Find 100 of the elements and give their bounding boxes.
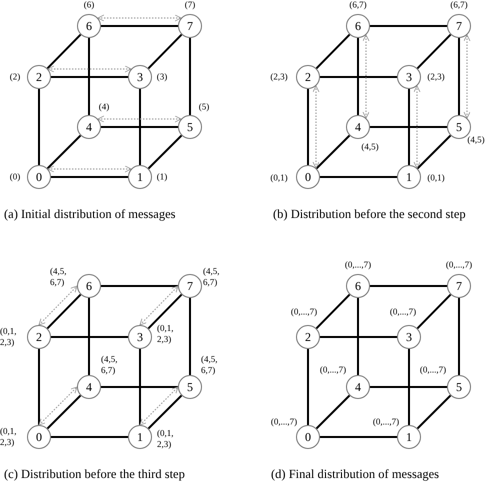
message-set-label: (6,7) bbox=[349, 0, 367, 10]
message-set-label: (0,...,7) bbox=[344, 260, 372, 270]
link-line bbox=[320, 76, 397, 78]
exchange-arrow bbox=[97, 116, 182, 122]
link-line bbox=[51, 436, 128, 438]
caption-text: (b) Distribution before the second step bbox=[273, 207, 466, 222]
message-set-label: (0,...,7) bbox=[446, 260, 472, 270]
link-line bbox=[148, 394, 182, 430]
node-circle: 0 bbox=[27, 425, 51, 449]
node-circle: 3 bbox=[397, 325, 421, 349]
node-circle: 3 bbox=[128, 65, 152, 89]
link-line bbox=[148, 34, 182, 70]
message-set-label: (0,1) bbox=[427, 172, 445, 184]
message-set-label: (2,3) bbox=[270, 72, 288, 82]
link-line bbox=[370, 25, 447, 27]
caption-text: (a) Initial distribution of messages bbox=[4, 207, 176, 222]
link-line bbox=[307, 349, 309, 425]
exchange-arrow bbox=[47, 166, 132, 172]
node-circle: 5 bbox=[178, 115, 202, 139]
message-set-label: (0,...,7) bbox=[290, 306, 318, 318]
link-line bbox=[88, 298, 90, 375]
link-line bbox=[148, 294, 182, 330]
caption-text: (d) Final distribution of messages bbox=[271, 467, 440, 482]
exchange-arrow bbox=[38, 386, 78, 426]
node-circle: 1 bbox=[397, 425, 421, 449]
link-line bbox=[370, 386, 447, 388]
caption-text: (c) Distribution before the third step bbox=[4, 467, 185, 482]
node-circle: 3 bbox=[128, 325, 152, 349]
message-set-label: (0,...,7) bbox=[320, 364, 346, 376]
link-line bbox=[370, 285, 447, 287]
link-line bbox=[46, 134, 82, 170]
exchange-arrow bbox=[414, 85, 420, 169]
message-set-label: (4,5, 6,7) bbox=[101, 354, 118, 376]
message-set-label: (4,5, 6,7) bbox=[203, 266, 220, 288]
message-set-label: (0,...,7) bbox=[372, 416, 400, 428]
node-circle: 6 bbox=[77, 14, 101, 38]
node-circle: 4 bbox=[346, 375, 370, 399]
message-set-label: (4,5) bbox=[361, 142, 379, 152]
link-line bbox=[46, 34, 82, 70]
link-line bbox=[316, 134, 350, 170]
link-line bbox=[101, 126, 178, 128]
node-circle: 2 bbox=[296, 65, 320, 89]
exchange-arrow bbox=[140, 386, 178, 426]
message-set-label: (6,7) bbox=[450, 0, 468, 10]
message-set-label: (4,5, 6,7) bbox=[50, 266, 68, 288]
link-line bbox=[320, 336, 397, 338]
message-set-label: (7) bbox=[184, 0, 196, 10]
message-set-label: (0,...,7) bbox=[270, 416, 298, 428]
link-line bbox=[458, 38, 460, 115]
link-line bbox=[370, 126, 447, 128]
node-circle: 0 bbox=[296, 165, 320, 189]
node-circle: 0 bbox=[27, 165, 51, 189]
node-circle: 1 bbox=[128, 425, 152, 449]
message-set-label: (0,1) bbox=[270, 172, 288, 184]
exchange-arrow bbox=[464, 34, 470, 119]
link-line bbox=[51, 76, 128, 78]
node-circle: 2 bbox=[27, 65, 51, 89]
node-circle: 4 bbox=[77, 115, 101, 139]
link-line bbox=[148, 134, 182, 170]
link-line bbox=[316, 394, 350, 430]
message-set-label: (0,...,7) bbox=[390, 306, 416, 318]
link-line bbox=[357, 38, 359, 115]
message-set-label: (2) bbox=[10, 72, 20, 82]
node-circle: 6 bbox=[77, 274, 101, 298]
link-line bbox=[316, 34, 350, 70]
link-line bbox=[46, 394, 82, 430]
link-line bbox=[189, 38, 191, 115]
message-set-label: (0,1, 2,3) bbox=[0, 326, 18, 348]
node-circle: 6 bbox=[346, 14, 370, 38]
message-set-label: (6) bbox=[84, 0, 94, 10]
node-circle: 1 bbox=[128, 165, 152, 189]
message-set-label: (5) bbox=[198, 102, 210, 112]
node-circle: 7 bbox=[447, 14, 471, 38]
link-line bbox=[307, 89, 309, 165]
link-line bbox=[416, 34, 452, 70]
link-line bbox=[416, 134, 452, 170]
link-line bbox=[51, 336, 128, 338]
message-set-label: (0,1, 2,3) bbox=[0, 426, 18, 448]
link-line bbox=[46, 294, 82, 330]
link-line bbox=[320, 176, 397, 178]
link-line bbox=[101, 285, 178, 287]
link-line bbox=[139, 89, 141, 165]
node-circle: 4 bbox=[346, 115, 370, 139]
message-set-label: (0) bbox=[10, 172, 20, 182]
link-line bbox=[189, 298, 191, 375]
node-circle: 0 bbox=[296, 425, 320, 449]
node-circle: 2 bbox=[296, 325, 320, 349]
link-line bbox=[101, 25, 178, 27]
message-set-label: (2,3) bbox=[427, 72, 445, 82]
node-circle: 4 bbox=[77, 375, 101, 399]
link-line bbox=[416, 294, 452, 330]
message-set-label: (4,5, 6,7) bbox=[201, 354, 218, 376]
node-circle: 1 bbox=[397, 165, 421, 189]
link-line bbox=[38, 349, 40, 425]
link-line bbox=[88, 38, 90, 115]
link-line bbox=[408, 349, 410, 425]
node-circle: 2 bbox=[27, 325, 51, 349]
message-set-label: (4) bbox=[98, 102, 110, 112]
node-circle: 7 bbox=[447, 274, 471, 298]
message-set-label: (0,1, 2,3) bbox=[157, 323, 174, 345]
